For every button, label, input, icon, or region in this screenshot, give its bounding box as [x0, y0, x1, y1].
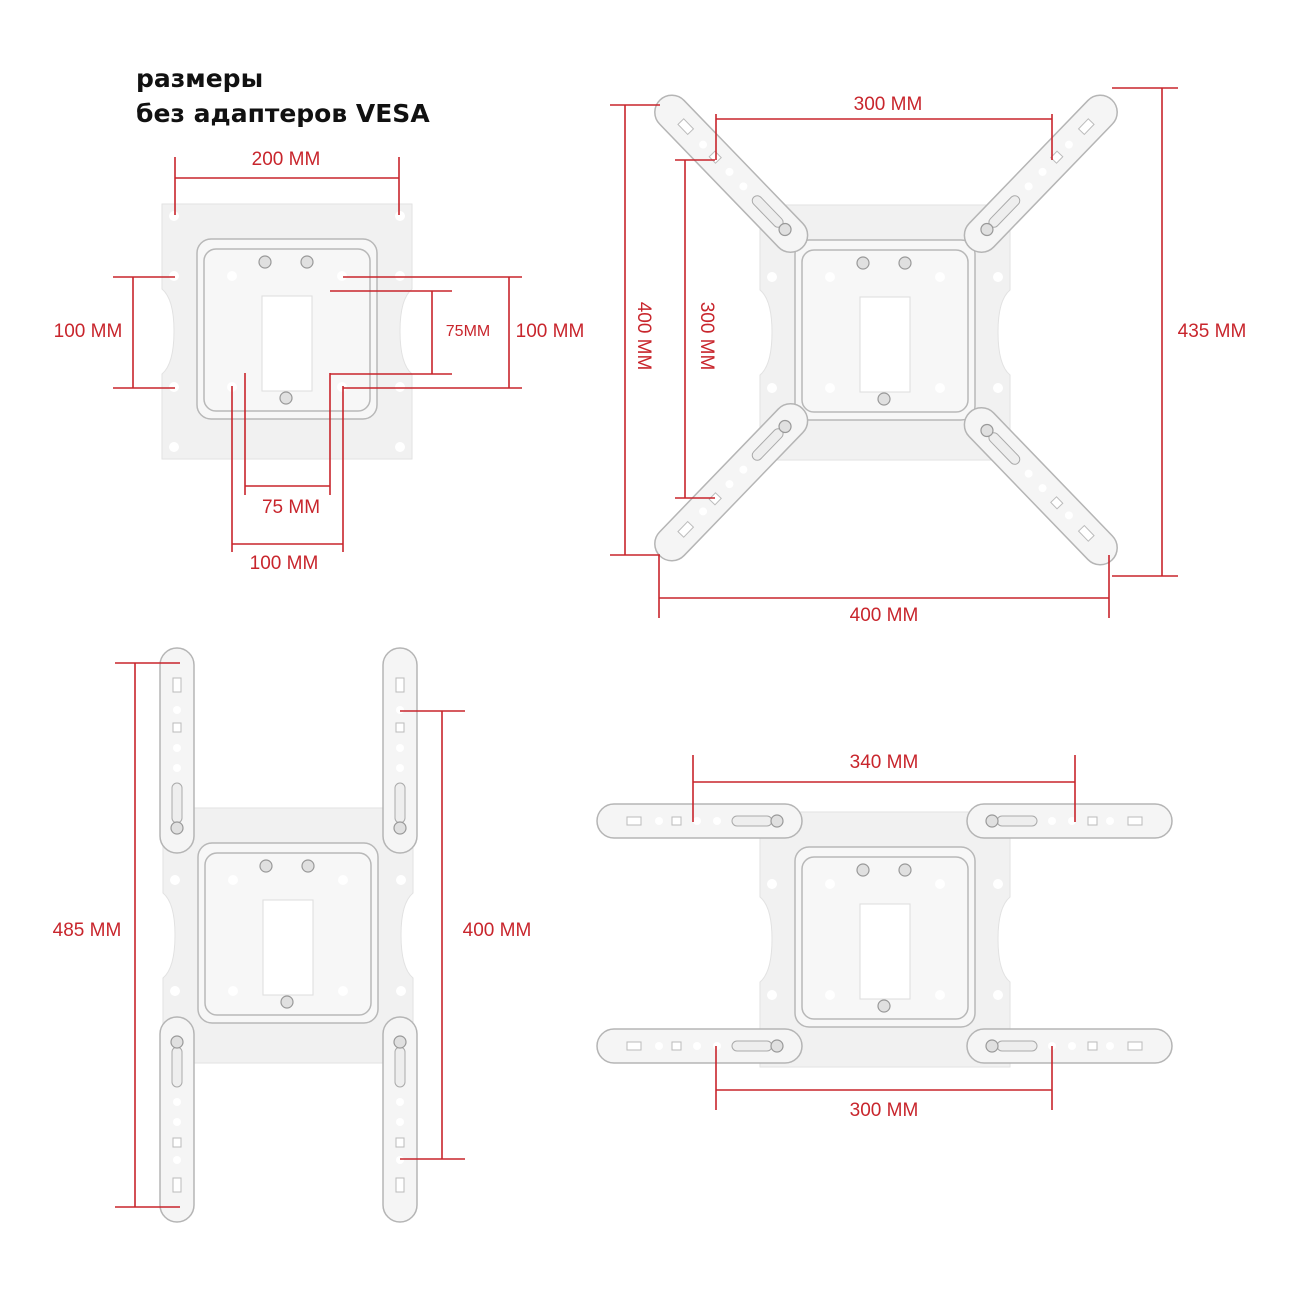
- dim-400-left: 400 MM: [633, 302, 654, 371]
- arm-bottom-left: [159, 1016, 195, 1223]
- vertical-arms-view: 485 MM 400 MM: [53, 647, 532, 1223]
- arm-top-left: [596, 803, 803, 839]
- dim-200-width: 200 MM: [252, 149, 321, 170]
- mount-plate: [759, 811, 1011, 1068]
- arm-top-left: [647, 87, 816, 261]
- title-line-2: без адаптеров VESA: [136, 99, 430, 128]
- dim-400-bottom: 400 MM: [850, 605, 919, 626]
- arm-bottom-right: [382, 1016, 418, 1223]
- dim-340-top: 340 MM: [850, 752, 919, 773]
- arm-top-right: [966, 803, 1173, 839]
- dim-400-right: 400 MM: [463, 920, 532, 941]
- dim-435-right: 435 MM: [1178, 321, 1247, 342]
- arm-top-right: [382, 647, 418, 854]
- arm-top-right: [956, 87, 1125, 261]
- mount-plate: [162, 807, 414, 1064]
- dim-300-left: 300 MM: [696, 302, 717, 371]
- dim-100-left: 100 MM: [54, 321, 123, 342]
- dim-75-right: 75MM: [446, 323, 490, 340]
- dim-300-top: 300 MM: [854, 94, 923, 115]
- dim-100-right: 100 MM: [516, 321, 585, 342]
- arm-bottom-left: [647, 395, 816, 569]
- title-line-1: размеры: [136, 64, 263, 93]
- dim-100-bottom: 100 MM: [250, 553, 319, 574]
- mount-plate: [161, 203, 413, 460]
- compact-mount-view: 200 MM 100 MM 75MM 100 MM 75 MM 100 MM: [54, 149, 585, 574]
- arm-bottom-right: [956, 399, 1125, 573]
- horizontal-arms-view: 340 MM 300 MM: [596, 752, 1173, 1121]
- dim-485-left: 485 MM: [53, 920, 122, 941]
- arm-bottom-left: [596, 1028, 803, 1064]
- dim-300-bottom: 300 MM: [850, 1100, 919, 1121]
- arm-top-left: [159, 647, 195, 854]
- diagonal-arms-view: 300 MM 400 MM 300 MM 435 MM 400 MM: [610, 87, 1247, 626]
- arm-bottom-right: [966, 1028, 1173, 1064]
- dim-75-bottom: 75 MM: [262, 497, 320, 518]
